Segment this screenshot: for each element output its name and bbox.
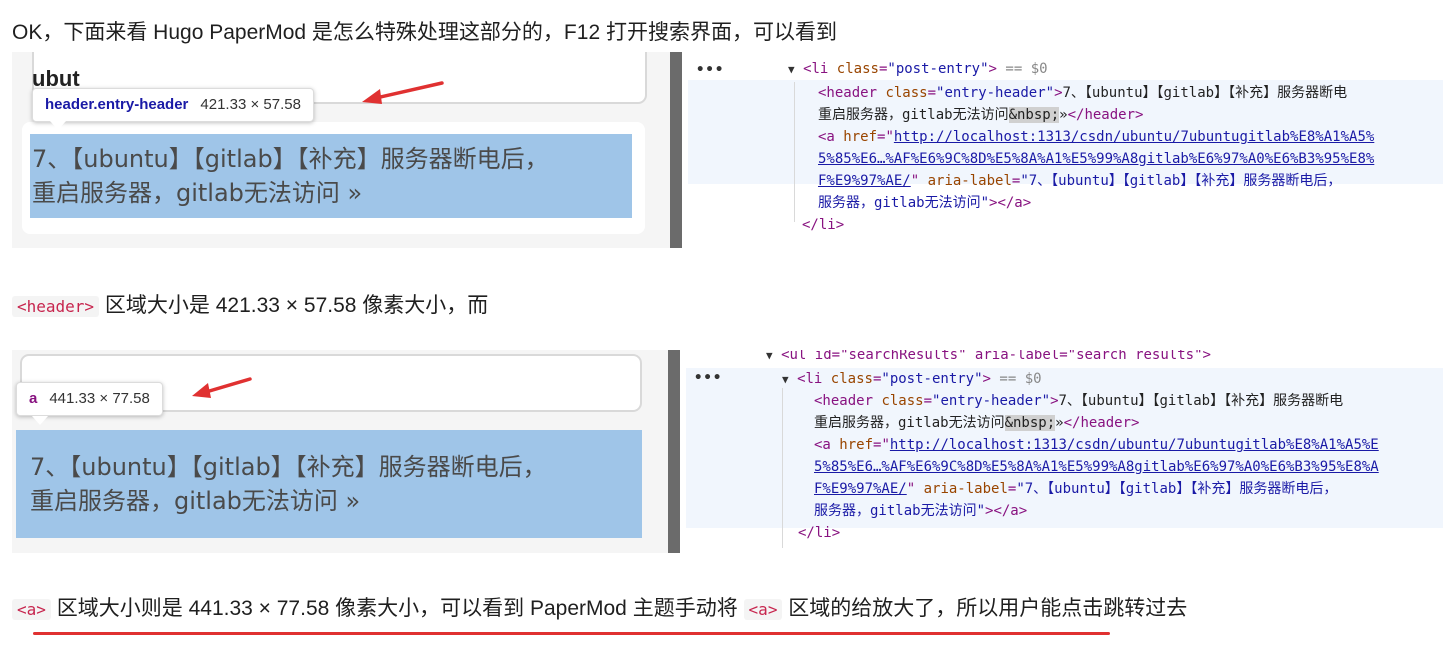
dom-li-close[interactable]: </li> (802, 217, 845, 233)
dom-a-line-cont[interactable]: F%E9%97%AE/" aria-label="7、【ubuntu】【gitl… (814, 481, 1338, 497)
screenshot-header-inspect: ubut 7、【ubuntu】【gitlab】【补充】服务器断电后， 重启服务器… (12, 52, 1443, 248)
triangle-down-icon[interactable]: ▼ (782, 373, 789, 386)
panel-separator (670, 52, 682, 248)
selected-dom-row[interactable] (686, 368, 1443, 528)
href-link[interactable]: http://localhost:1313/csdn/ubuntu/7ubunt… (893, 129, 1375, 145)
href-link[interactable]: F%E9%97%AE/ (818, 173, 911, 189)
indent-guide (782, 388, 783, 548)
dom-header-line[interactable]: <header class="entry-header">7、【ubuntu】【… (818, 85, 1348, 101)
tooltip-dimensions: 421.33 × 57.58 (200, 96, 301, 113)
dom-header-line-cont[interactable]: 重启服务器，gitlab无法访问&nbsp;»</header> (814, 415, 1140, 431)
a-size-text: 区域大小则是 441.33 × 77.58 像素大小，可以看到 PaperMod… (56, 597, 738, 620)
dom-li-line[interactable]: ▼ <li class="post-entry"> == $0 (782, 371, 1042, 387)
href-link[interactable]: http://localhost:1313/csdn/ubuntu/7ubunt… (889, 437, 1379, 453)
intro-paragraph: OK，下面来看 Hugo PaperMod 是怎么特殊处理这部分的，F12 打开… (12, 18, 837, 48)
red-arrow-icon (192, 377, 252, 398)
selected-dom-row[interactable] (688, 80, 1443, 184)
panel-separator (668, 350, 680, 553)
header-size-text: 区域大小是 421.33 × 57.58 像素大小，而 (104, 294, 489, 317)
element-tooltip: a 441.33 × 77.58 (16, 382, 163, 416)
tooltip-element-name: a (29, 390, 38, 407)
dom-a-line-cont[interactable]: 服务器，gitlab无法访问"></a> (814, 503, 1028, 519)
a-size-paragraph: <a> 区域大小则是 441.33 × 77.58 像素大小，可以看到 Pape… (12, 594, 1187, 625)
highlight-line: 7、【ubuntu】【gitlab】【补充】服务器断电后， (30, 453, 547, 481)
header-code-tag: <header> (12, 296, 100, 317)
dom-a-line[interactable]: <a href="http://localhost:1313/csdn/ubun… (814, 437, 1379, 453)
tooltip-pointer (32, 416, 48, 425)
dom-a-line[interactable]: <a href="http://localhost:1313/csdn/ubun… (818, 129, 1375, 145)
intro-text: OK，下面来看 Hugo PaperMod 是怎么特殊处理这部分的，F12 打开… (12, 21, 837, 44)
dom-header-line-cont[interactable]: 重启服务器，gitlab无法访问&nbsp;»</header> (818, 107, 1144, 123)
a-code-tag: <a> (743, 599, 783, 620)
highlight-line: 重启服务器，gitlab无法访问 » (30, 487, 361, 515)
a-code-tag: <a> (12, 599, 51, 620)
more-options-icon[interactable]: ••• (696, 62, 725, 78)
dom-header-line[interactable]: <header class="entry-header">7、【ubuntu】【… (814, 393, 1344, 409)
red-arrow-icon (362, 81, 444, 104)
href-link[interactable]: F%E9%97%AE/ (814, 481, 907, 497)
triangle-down-icon[interactable]: ▼ (766, 350, 773, 362)
indent-guide (794, 82, 795, 222)
more-options-icon[interactable]: ••• (694, 370, 723, 386)
devtools-elements-panel: ••• ▼ <li class="post-entry"> == $0 <hea… (688, 52, 1443, 248)
dom-a-line-cont[interactable]: 5%85%E6…%AF%E6%9C%8D%E5%8A%A1%E5%99%A8gi… (818, 148, 1374, 170)
a-highlight: 7、【ubuntu】【gitlab】【补充】服务器断电后， 重启服务器，gitl… (16, 430, 642, 538)
dom-ul-line[interactable]: ▼ <ul id="searchResults" aria-label="sea… (766, 350, 1211, 363)
dom-a-line-cont[interactable]: 服务器，gitlab无法访问"></a> (818, 195, 1032, 211)
header-highlight: 7、【ubuntu】【gitlab】【补充】服务器断电后， 重启服务器，gitl… (30, 134, 632, 218)
dom-a-line-cont[interactable]: F%E9%97%AE/" aria-label="7、【ubuntu】【gitl… (818, 173, 1342, 189)
tooltip-dimensions: 441.33 × 77.58 (49, 390, 150, 407)
a-size-text-end: 区域的给放大了，所以用户能点击跳转过去 (788, 597, 1188, 620)
screenshot-a-inspect: 7、【ubuntu】【gitlab】【补充】服务器断电后， 重启服务器，gitl… (12, 350, 1443, 553)
tooltip-element-name: header.entry-header (45, 96, 189, 113)
page-preview: 7、【ubuntu】【gitlab】【补充】服务器断电后， 重启服务器，gitl… (12, 350, 668, 553)
dom-li-close[interactable]: </li> (798, 525, 841, 541)
triangle-down-icon[interactable]: ▼ (788, 63, 795, 76)
href-link[interactable]: 5%85%E6…%AF%E6%9C%8D%E5%8A%A1%E5%99%A8gi… (814, 459, 1379, 475)
search-input-text: ubut (32, 66, 80, 91)
href-link[interactable]: 5%85%E6…%AF%E6%9C%8D%E5%8A%A1%E5%99%A8gi… (818, 151, 1375, 167)
red-underline (33, 632, 1110, 635)
dom-a-line-cont[interactable]: 5%85%E6…%AF%E6%9C%8D%E5%8A%A1%E5%99%A8gi… (814, 456, 1379, 478)
highlight-line: 7、【ubuntu】【gitlab】【补充】服务器断电后， (32, 145, 549, 173)
devtools-elements-panel: ••• ▼ <ul id="searchResults" aria-label=… (686, 350, 1443, 553)
header-size-paragraph: <header> 区域大小是 421.33 × 57.58 像素大小，而 (12, 291, 488, 322)
highlight-line: 重启服务器，gitlab无法访问 » (32, 179, 363, 207)
element-tooltip: header.entry-header 421.33 × 57.58 (32, 88, 314, 122)
dom-li-line[interactable]: ▼ <li class="post-entry"> == $0 (788, 61, 1048, 77)
tooltip-pointer (50, 121, 66, 130)
page-preview: ubut 7、【ubuntu】【gitlab】【补充】服务器断电后， 重启服务器… (12, 52, 670, 248)
